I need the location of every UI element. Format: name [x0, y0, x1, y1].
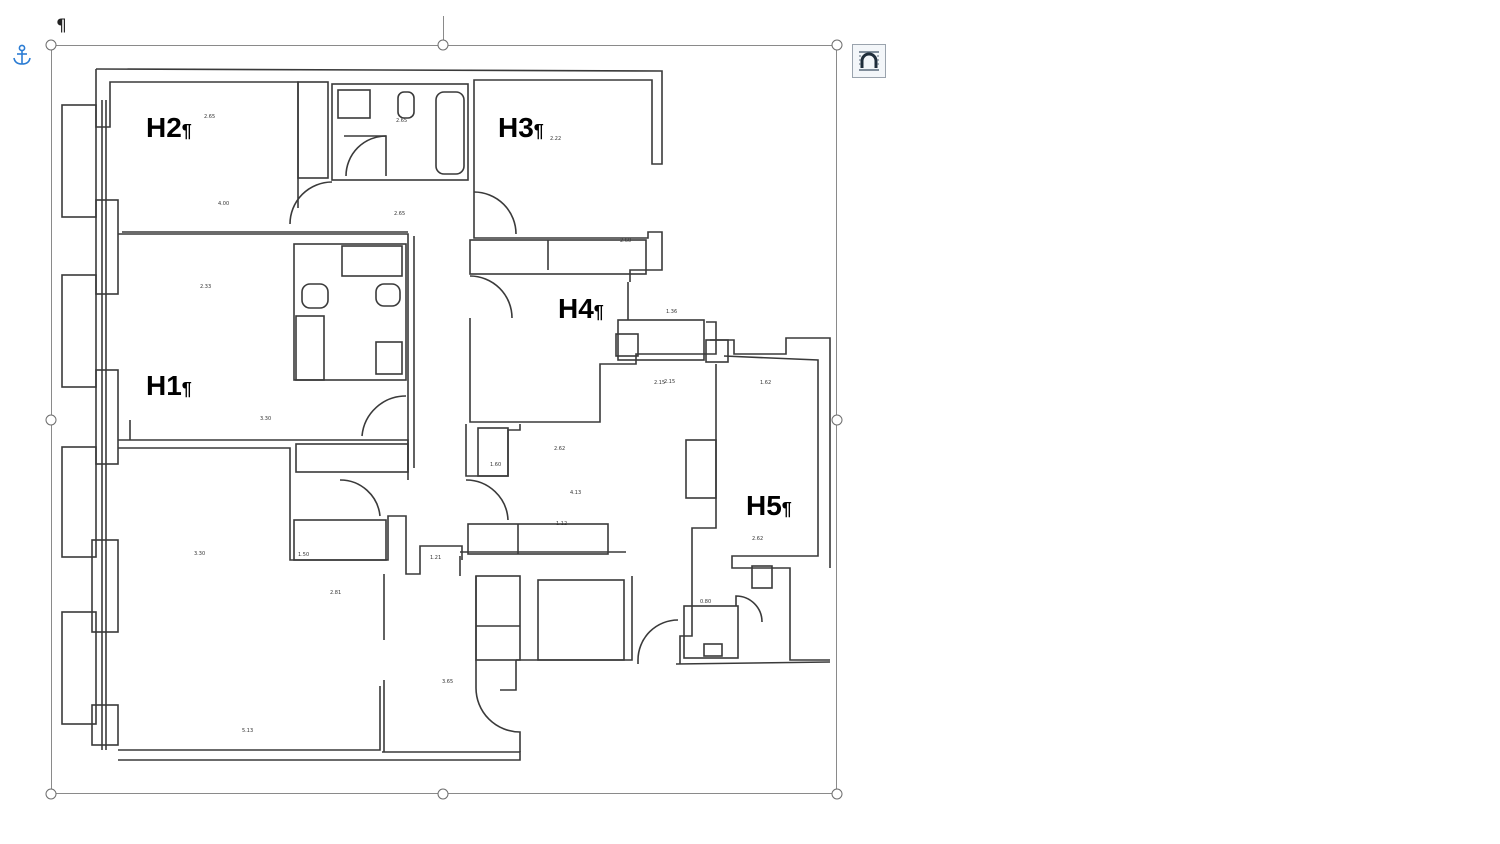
svg-text:1.60: 1.60: [490, 462, 501, 468]
resize-handle-bottom[interactable]: [437, 788, 449, 800]
svg-text:2.81: 2.81: [330, 590, 341, 596]
room-label-text: H5: [746, 490, 782, 521]
svg-text:2.62: 2.62: [752, 536, 763, 542]
svg-text:1.62: 1.62: [760, 380, 771, 386]
room-label-text: H4: [558, 293, 594, 324]
svg-text:2.62: 2.62: [554, 446, 565, 452]
svg-text:1.21: 1.21: [430, 555, 441, 561]
room-label-h1: H1¶: [146, 370, 192, 402]
resize-handle-right[interactable]: [831, 414, 843, 426]
room-label-text: H2: [146, 112, 182, 143]
resize-handle-left[interactable]: [45, 414, 57, 426]
svg-text:2.15: 2.15: [664, 379, 675, 385]
svg-text:4.13: 4.13: [570, 490, 581, 496]
svg-text:5.13: 5.13: [242, 728, 253, 734]
svg-text:1.12: 1.12: [556, 521, 567, 527]
svg-text:2.65: 2.65: [394, 211, 405, 217]
svg-text:2.65: 2.65: [204, 114, 215, 120]
paragraph-mark: ¶: [181, 379, 192, 399]
room-label-text: H1: [146, 370, 182, 401]
paragraph-mark: ¶: [593, 302, 604, 322]
svg-text:1.50: 1.50: [298, 552, 309, 558]
room-label-h5: H5¶: [746, 490, 792, 522]
resize-handle-bottom-right[interactable]: [831, 788, 843, 800]
resize-handle-top-left[interactable]: [45, 39, 57, 51]
room-label-h2: H2¶: [146, 112, 192, 144]
svg-text:2.33: 2.33: [200, 284, 211, 290]
svg-text:2.22: 2.22: [550, 136, 561, 142]
resize-handle-top-right[interactable]: [831, 39, 843, 51]
svg-text:4.00: 4.00: [218, 201, 229, 207]
rotation-handle-stem: [443, 16, 444, 45]
paragraph-mark: ¶: [781, 499, 792, 519]
paragraph-mark: ¶: [56, 16, 67, 36]
anchor-icon[interactable]: [12, 44, 32, 68]
layout-options-icon: [859, 51, 879, 71]
svg-text:3.30: 3.30: [260, 416, 271, 422]
room-label-h4: H4¶: [558, 293, 604, 325]
room-label-h3: H3¶: [498, 112, 544, 144]
layout-options-button[interactable]: [852, 44, 886, 78]
room-label-text: H3: [498, 112, 534, 143]
svg-text:0.80: 0.80: [700, 599, 711, 605]
svg-text:3.65: 3.65: [442, 679, 453, 685]
svg-text:2.15: 2.15: [654, 380, 665, 386]
resize-handle-bottom-left[interactable]: [45, 788, 57, 800]
paragraph-mark: ¶: [533, 121, 544, 141]
paragraph-mark: ¶: [181, 121, 192, 141]
svg-text:2.65: 2.65: [396, 118, 407, 124]
svg-text:2.60: 2.60: [620, 238, 631, 244]
svg-text:1.36: 1.36: [666, 309, 677, 315]
resize-handle-top[interactable]: [437, 39, 449, 51]
svg-text:3.30: 3.30: [194, 551, 205, 557]
